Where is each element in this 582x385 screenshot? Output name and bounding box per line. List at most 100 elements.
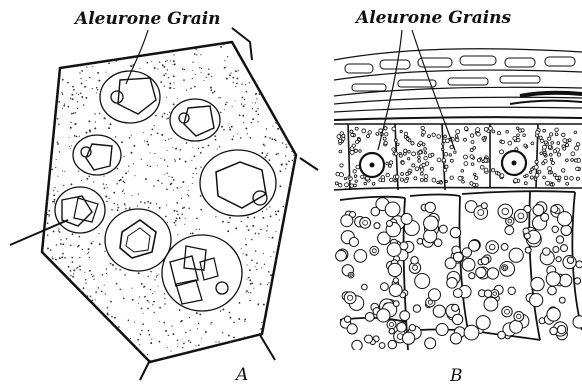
aleurone-grain-dot (480, 165, 484, 169)
aleurone-grain-dot (454, 151, 457, 154)
stipple-dot (268, 282, 269, 283)
aleurone-grain-dot (501, 140, 504, 143)
stipple-dot (53, 194, 55, 196)
stipple-dot (173, 88, 174, 89)
stipple-dot (246, 91, 248, 93)
aleurone-grain-dot (354, 149, 357, 152)
stipple-dot (92, 241, 93, 242)
stipple-dot (283, 206, 285, 208)
starch-grain (486, 241, 499, 254)
aleurone-grain-dot (432, 178, 436, 182)
aleurone-grain-dot (384, 141, 387, 144)
stipple-dot (176, 210, 178, 212)
stipple-dot (70, 244, 72, 246)
stipple-dot (79, 257, 80, 258)
stipple-dot (89, 257, 90, 258)
stipple-dot (168, 176, 169, 177)
stipple-dot (255, 110, 257, 112)
stipple-dot (186, 90, 187, 91)
aleurone-grain-dot (437, 158, 441, 162)
stipple-dot (106, 72, 107, 73)
stipple-dot (244, 99, 245, 100)
stipple-dot (73, 269, 75, 271)
stipple-dot (84, 86, 86, 88)
stipple-dot (219, 146, 220, 147)
stipple-dot (167, 347, 168, 348)
stipple-dot (141, 159, 142, 160)
stipple-dot (200, 209, 202, 211)
stipple-dot (87, 253, 88, 254)
stipple-dot (170, 350, 171, 351)
stipple-dot (202, 147, 204, 149)
aleurone-grain-dot (458, 176, 462, 180)
stipple-dot (175, 224, 176, 225)
stipple-dot (210, 89, 212, 91)
aleurone-grain-dot (412, 164, 415, 167)
aleurone-grain-dot (517, 134, 520, 137)
aleurone-grain-dot (470, 155, 474, 159)
aleurone-grain-dot (338, 139, 341, 142)
aleurone-grain-dot (575, 146, 579, 150)
starch-grain (453, 252, 463, 262)
aleurone-grain-dot (383, 137, 386, 140)
starch-grain (502, 265, 508, 271)
stipple-dot (51, 169, 53, 171)
aleurone-grain-dot (530, 176, 533, 179)
starch-grain (388, 340, 396, 348)
aleurone-grain-dot (544, 141, 547, 144)
stipple-dot (168, 335, 169, 336)
stipple-dot (241, 104, 242, 105)
stipple-dot (58, 124, 60, 126)
starch-grain (387, 221, 393, 227)
stipple-dot (248, 277, 250, 279)
stipple-dot (260, 328, 262, 330)
stipple-dot (286, 146, 288, 148)
starch-grain (502, 307, 512, 317)
stipple-dot (183, 79, 185, 81)
stipple-dot (165, 330, 167, 332)
starch-grain (476, 267, 486, 277)
stipple-dot (182, 208, 184, 210)
stipple-dot (224, 60, 225, 61)
starch-grain (559, 274, 571, 286)
stipple-dot (105, 196, 107, 198)
aleurone-grain-dot (355, 140, 358, 143)
stipple-dot (177, 234, 178, 235)
stipple-dot (98, 287, 100, 289)
aleurone-grain (73, 135, 121, 175)
stipple-dot (115, 268, 117, 270)
stipple-dot (88, 248, 90, 250)
stipple-dot (277, 153, 279, 155)
aleurone-grain-dot (338, 183, 342, 187)
starch-grain (509, 248, 523, 262)
stipple-dot (95, 299, 96, 300)
stipple-dot (125, 172, 127, 174)
stipple-dot (177, 214, 179, 216)
stipple-dot (140, 334, 142, 336)
stipple-dot (62, 171, 63, 172)
stipple-dot (152, 129, 154, 131)
starch-grain (415, 274, 430, 289)
stipple-dot (253, 288, 254, 289)
stipple-dot (182, 347, 183, 348)
stipple-dot (214, 91, 216, 93)
starch-grain (347, 324, 357, 334)
stipple-dot (159, 62, 160, 63)
label-leader-line (412, 30, 455, 150)
starch-grain (484, 297, 498, 311)
starch-grain (556, 236, 563, 243)
stipple-dot (92, 276, 93, 277)
aleurone-grain-dot (553, 149, 556, 152)
stipple-dot (76, 93, 77, 94)
starch-grain (567, 257, 573, 263)
stipple-dot (64, 171, 65, 172)
aleurone-grain (105, 209, 171, 271)
stipple-dot (196, 229, 197, 230)
aleurone-grain-dot (484, 127, 488, 131)
stipple-dot (169, 87, 170, 88)
aleurone-grain-dot (339, 173, 343, 177)
stipple-dot (268, 271, 270, 273)
stipple-dot (76, 136, 78, 138)
stipple-dot (176, 202, 178, 204)
stipple-dot (198, 344, 200, 346)
